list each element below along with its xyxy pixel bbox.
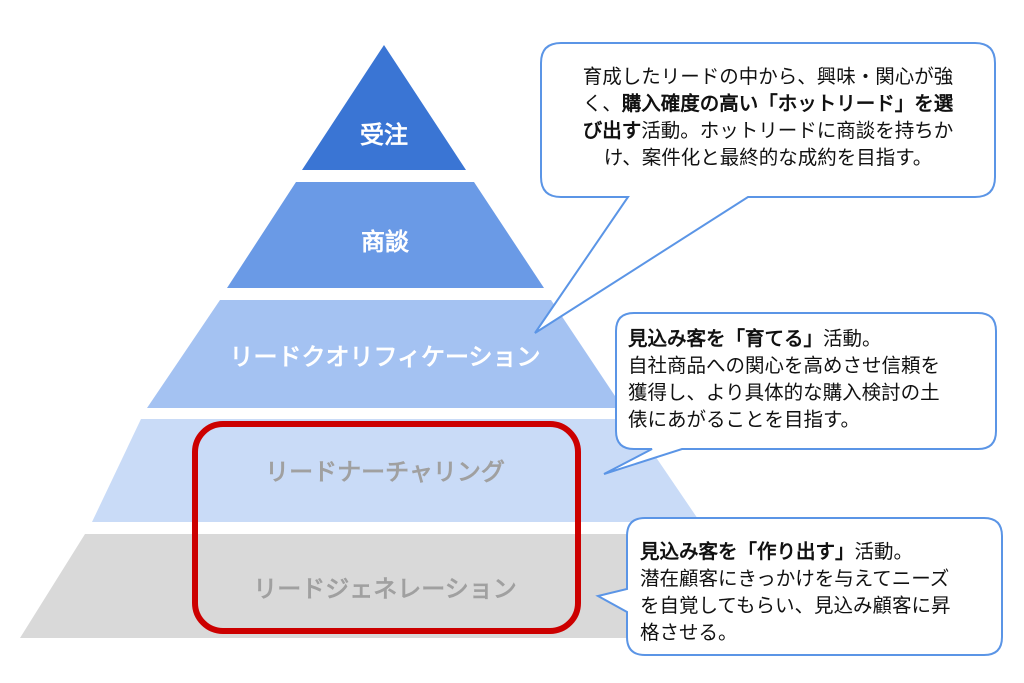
callout-bubble-generation: [595, 517, 1003, 656]
callout-generation-line-3: を自覚してもらい、見込み顧客に昇: [640, 594, 951, 617]
callout-bubble-nurturing: [603, 312, 997, 475]
callout-qualification-line-3: び出す活動。ホットリードに商談を持ちか: [582, 119, 954, 142]
callout-qualification-text: 育成したリードの中から、興味・関心が強 く、購入確度の高い「ホットリード」を選 …: [553, 63, 983, 171]
callout-generation-line-2: 潜在顧客にきっかけを与えてニーズ: [640, 567, 950, 590]
callout-generation-title: 見込み客を「作り出す」活動。: [640, 540, 914, 563]
callout-nurturing-line-3: 獲得し、より具体的な購入検討の土: [628, 381, 940, 404]
callout-nurturing-line-2: 自社商品への関心を高めさせ信頼を: [628, 354, 941, 377]
callout-nurturing-text: 見込み客を「育てる」活動。 自社商品への関心を高めさせ信頼を 獲得し、より具体的…: [628, 325, 988, 433]
callout-qualification-line-1: 育成したリードの中から、興味・関心が強: [582, 65, 954, 88]
pyramid-label-lead-qualification: リードクオリフィケーション: [229, 343, 540, 371]
callout-qualification-line-4: け、案件化と最終的な成約を目指す。: [603, 146, 933, 169]
callout-nurturing-line-4: 俵にあがることを目指す。: [628, 408, 861, 431]
pyramid-label-negotiation: 商談: [361, 228, 410, 256]
pyramid-level-order: [302, 45, 466, 170]
pyramid-label-order: 受注: [360, 121, 408, 149]
pyramid-level-lead-qualification: [147, 300, 623, 408]
pyramid-level-lead-generation: [20, 534, 772, 638]
pyramid-label-lead-nurturing: リードナーチャリング: [265, 458, 505, 486]
highlight-frame: [192, 421, 581, 634]
callout-qualification-line-2: く、購入確度の高い「ホットリード」を選: [582, 92, 954, 115]
pyramid-level-lead-nurturing: [92, 419, 700, 522]
callout-nurturing-title: 見込み客を「育てる」活動。: [628, 327, 882, 350]
callout-bubble-qualification: [534, 42, 996, 334]
callout-generation-line-4: 格させる。: [640, 621, 738, 644]
pyramid-label-lead-generation: リードジェネレーション: [253, 575, 517, 603]
pyramid-level-negotiation: [227, 182, 544, 288]
callout-generation-text: 見込み客を「作り出す」活動。 潜在顧客にきっかけを与えてニーズ を自覚してもらい…: [640, 538, 1000, 646]
